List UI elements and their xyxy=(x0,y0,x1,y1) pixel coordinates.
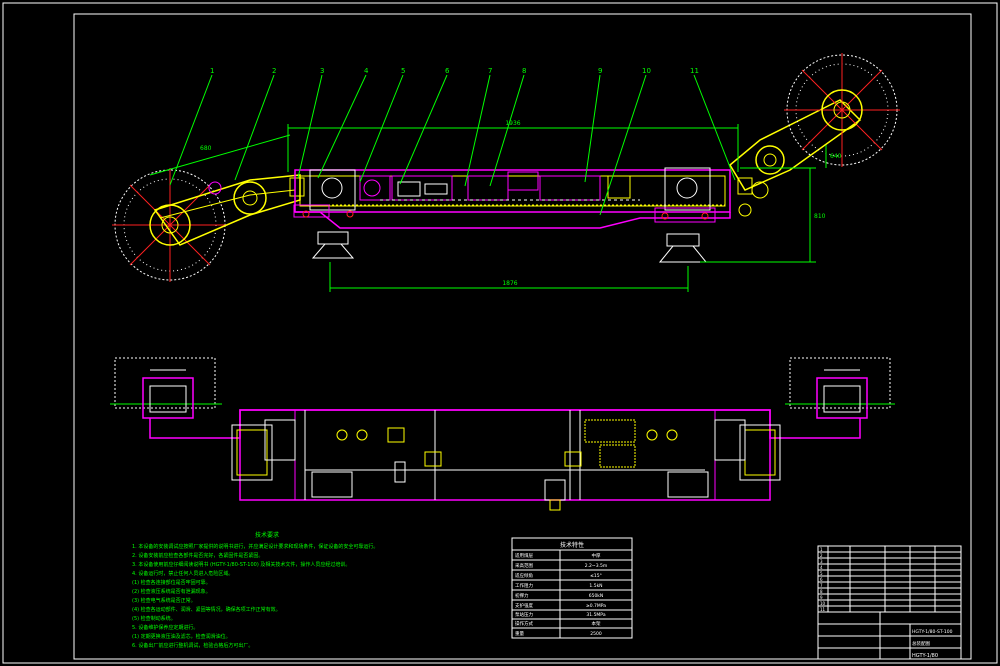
note-line: (3) 检查电气系统是否正常。 xyxy=(132,597,196,604)
spec-label: 适用煤层 xyxy=(515,552,533,559)
spec-value: ≥0.7MPa xyxy=(586,603,606,609)
spec-table-title: 技术特性 xyxy=(560,541,584,549)
notes-title: 技术要求 xyxy=(255,531,279,539)
elevation-dimensions: 1936 1876 810 640 xyxy=(287,120,842,292)
plan-view xyxy=(110,357,895,511)
spec-value: 本架 xyxy=(592,620,601,627)
tb-row-number: 7 xyxy=(820,583,823,588)
spec-value: 31.5MPa xyxy=(586,612,605,618)
spec-value: 中厚 xyxy=(592,552,601,559)
note-line: (2) 检查液压系统是否有泄漏现象。 xyxy=(132,588,211,595)
spec-value: 650kN xyxy=(589,593,604,599)
balloon-1: 1 xyxy=(210,67,214,75)
elevation-view: 680 xyxy=(112,53,900,292)
main-beam xyxy=(293,167,731,229)
balloon-2: 2 xyxy=(272,67,276,75)
balloon-6: 6 xyxy=(445,67,450,75)
right-wheel xyxy=(784,53,900,167)
support-feet xyxy=(311,231,708,263)
tb-row-number: 2 xyxy=(820,553,823,558)
tb-row-number: 5 xyxy=(820,571,823,576)
spec-value: ≤15° xyxy=(590,573,602,579)
tb-row-number: 6 xyxy=(820,577,823,582)
tb-row-number: 8 xyxy=(820,589,823,594)
note-line: 6. 设备出厂前应进行整机调试，检验合格后方可出厂。 xyxy=(132,642,253,649)
spec-label: 重量 xyxy=(515,630,524,637)
balloon-10: 10 xyxy=(642,67,651,75)
spec-label: 适应倾角 xyxy=(515,572,533,579)
drawing-code: HGTY-1/80 xyxy=(912,653,938,659)
spec-label: 泵站压力 xyxy=(515,611,533,618)
inner-frame xyxy=(73,13,972,660)
balloon-7: 7 xyxy=(488,67,492,75)
spec-label: 支护强度 xyxy=(515,602,533,609)
tb-row-number: 10 xyxy=(820,601,826,606)
tb-row-number: 11 xyxy=(820,607,826,612)
balloon-3: 3 xyxy=(320,67,324,75)
tb-row-number: 9 xyxy=(820,595,823,600)
balloon-5: 5 xyxy=(401,67,405,75)
spec-value: 2500 xyxy=(590,631,602,637)
technical-notes: 技术要求 1. 本设备的安装调试应按照厂家提供的说明书进行，并应满足设计要求和现… xyxy=(132,531,378,649)
note-line: (5) 检查制动系统。 xyxy=(132,615,176,622)
spec-table: 技术特性 适用煤层 中厚 采高范围 2.2~3.5m 适应倾角 ≤15° 工作阻… xyxy=(511,537,633,639)
note-line: 2. 设备安装前应检查各部件是否完好，各紧固件是否紧固。 xyxy=(132,552,263,559)
tb-row-number: 3 xyxy=(820,559,823,564)
note-line: (1) 检查各连接部位是否牢固可靠。 xyxy=(132,579,211,586)
title-block: 1 2 3 4 5 6 7 8 9 10 11 HGTY-1/80-ST-100… xyxy=(817,545,962,660)
wheelbase-dimension: 1876 xyxy=(502,280,517,287)
overall-length-dimension: 1936 xyxy=(505,120,520,127)
spec-label: 操作方式 xyxy=(515,620,533,627)
balloon-labels: 1 2 3 4 5 6 7 8 9 10 11 xyxy=(210,67,699,75)
tb-row-number: 1 xyxy=(820,547,823,552)
height-dimension-right: 640 xyxy=(830,153,842,160)
note-line: (1) 定期更换液压油及滤芯，检查润滑油位。 xyxy=(132,633,231,640)
left-wheel xyxy=(112,168,228,282)
balloon-8: 8 xyxy=(522,67,526,75)
height-dimension-left: 810 xyxy=(814,213,826,220)
tb-row-number: 4 xyxy=(820,565,823,570)
balloon-9: 9 xyxy=(598,67,602,75)
drawing-name: 总装配图 xyxy=(912,640,930,647)
spec-value: 2.2~3.5m xyxy=(585,563,607,569)
arm-length-dimension: 680 xyxy=(200,145,212,152)
drawing-number: HGTY-1/80-ST-100 xyxy=(912,629,953,635)
note-line: 1. 本设备的安装调试应按照厂家提供的说明书进行，并应满足设计要求和现场条件，保… xyxy=(132,543,378,550)
balloon-leaders xyxy=(169,74,736,216)
note-line: 4. 设备运行时，禁止任何人员进入危险区域。 xyxy=(132,570,233,577)
note-line: 5. 设备维护保养应定期进行。 xyxy=(132,624,198,631)
balloon-4: 4 xyxy=(364,67,369,75)
balloon-11: 11 xyxy=(690,67,699,75)
spec-label: 工作阻力 xyxy=(515,582,533,589)
spec-value: 1.5kN xyxy=(589,583,602,589)
note-line: (4) 检查各运动部件、润滑、紧固等情况，确保各项工作正常有效。 xyxy=(132,606,281,613)
note-line: 3. 本设备使用前应仔细阅读说明书 (HGTY-1/80-ST-100) 及相关… xyxy=(132,561,350,568)
spec-label: 采高范围 xyxy=(515,562,533,569)
spec-label: 初撑力 xyxy=(515,592,529,599)
